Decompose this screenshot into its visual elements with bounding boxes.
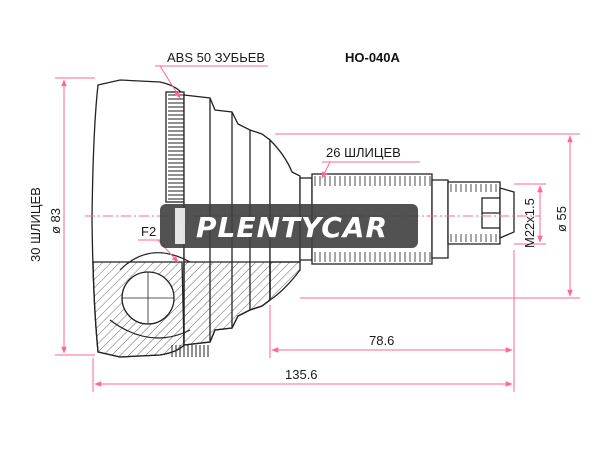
watermark: PLENTYCAR (160, 204, 418, 248)
watermark-text: PLENTYCAR (196, 211, 388, 244)
dimension-lines (55, 65, 580, 392)
diameter-55-label: ø 55 (554, 206, 569, 232)
f2-label: F2 (141, 224, 156, 239)
abs-ring-teeth (168, 94, 184, 200)
diameter-83-label: ø 83 (48, 208, 63, 234)
outer-splines-label: 26 ШЛИЦЕВ (326, 145, 401, 160)
inner-splines-label: 30 ШЛИЦЕВ (28, 187, 43, 262)
abs-teeth-label: ABS 50 ЗУБЬЕВ (167, 50, 265, 65)
shaft-length-dimension: 78.6 (369, 333, 394, 348)
shaft-splines (314, 176, 497, 262)
part-number: HO-040A (345, 50, 401, 65)
total-length-dimension: 135.6 (285, 367, 318, 382)
thread-label: M22x1.5 (522, 198, 537, 248)
bottom-ring-teeth (171, 345, 209, 357)
